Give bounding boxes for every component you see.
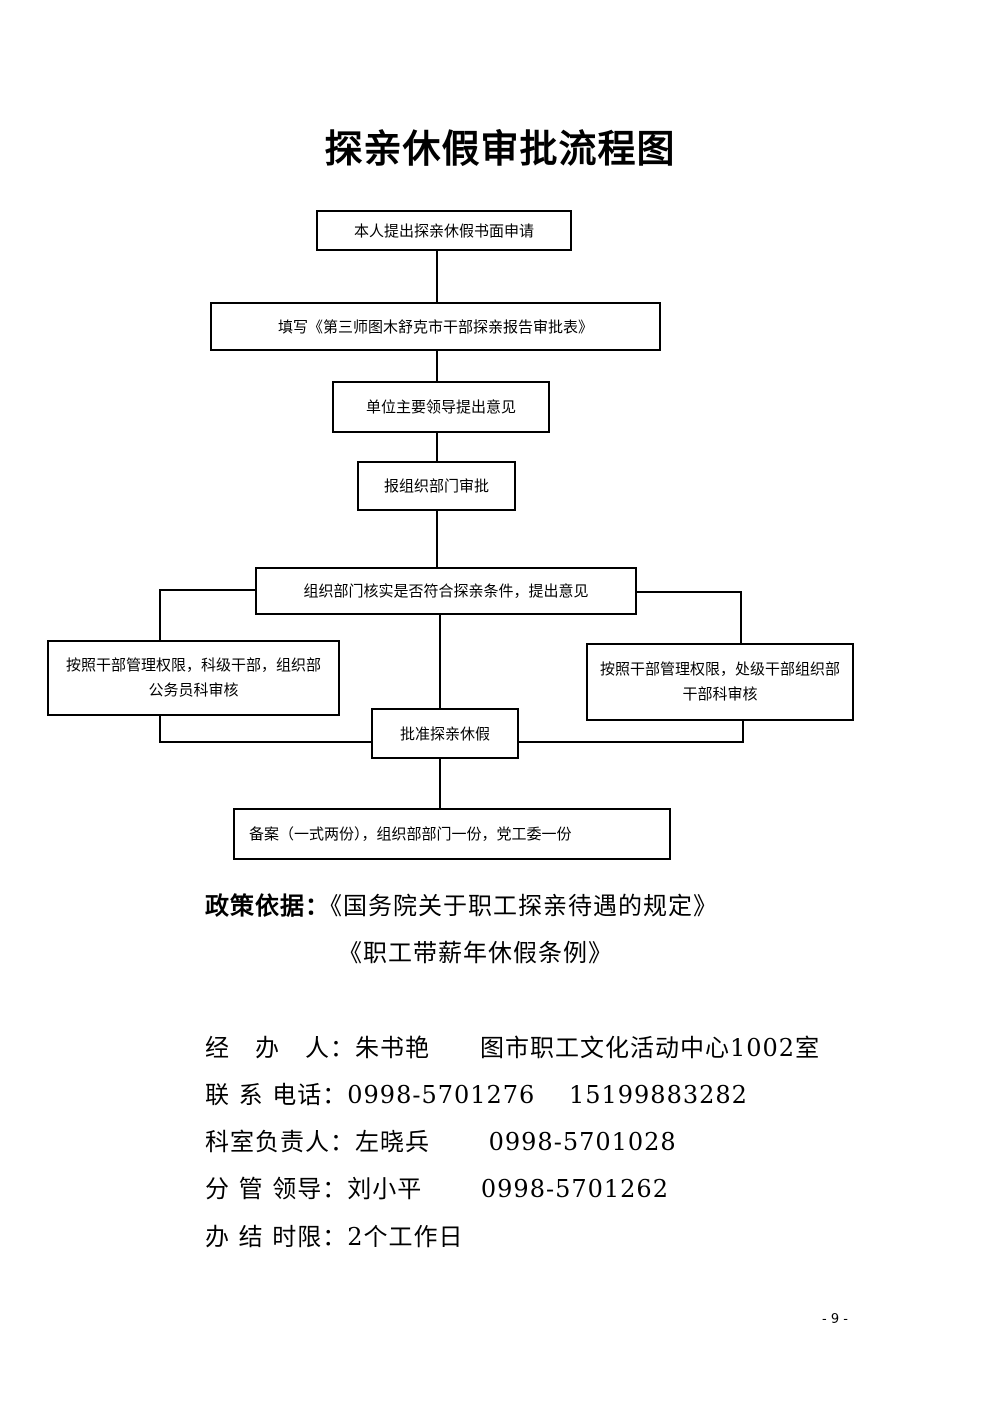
step-unit-leader: 单位主要领导提出意见 [332, 381, 550, 433]
step-archive: 备案（一式两份），组织部部门一份，党工委一份 [233, 808, 671, 860]
step-apply: 本人提出探亲休假书面申请 [316, 210, 572, 251]
page-title: 探亲休假审批流程图 [324, 126, 676, 171]
contact-handler: 经 办 人：朱书艳 图市职工文化活动中心1002室 [205, 1034, 821, 1062]
step-fill-form: 填写《第三师图木舒克市干部探亲报告审批表》 [210, 302, 661, 351]
contact-time-limit: 办 结 时限：2个工作日 [205, 1223, 464, 1251]
connector-5-left [159, 589, 255, 640]
page-number: - 9 - [822, 1312, 848, 1327]
contact-section-head: 科室负责人：左晓兵 0998-5701028 [205, 1128, 677, 1156]
connector-5-right [637, 591, 742, 643]
contact-leader: 分 管 领导：刘小平 0998-5701262 [205, 1175, 669, 1203]
step-verify: 组织部门核实是否符合探亲条件，提出意见 [255, 567, 637, 615]
policy-label: 政策依据： [205, 891, 330, 920]
policy-doc-2: 《职工带薪年休假条例》 [338, 939, 613, 967]
step-approve: 批准探亲休假 [371, 708, 519, 759]
connector-right-6 [518, 720, 744, 743]
connector-left-6 [159, 714, 372, 743]
branch-division-level: 按照干部管理权限，处级干部组织部干部科审核 [586, 643, 854, 721]
step-report-org: 报组织部门审批 [357, 461, 516, 511]
policy-doc-1: 《国务院关于职工探亲待遇的规定》 [330, 892, 718, 920]
policy-line-1: 政策依据：《国务院关于职工探亲待遇的规定》 [205, 886, 718, 921]
contact-phone: 联 系 电话：0998-5701276 15199883282 [205, 1081, 748, 1109]
branch-section-level: 按照干部管理权限，科级干部，组织部公务员科审核 [47, 640, 340, 716]
flow-connectors [159, 250, 744, 808]
